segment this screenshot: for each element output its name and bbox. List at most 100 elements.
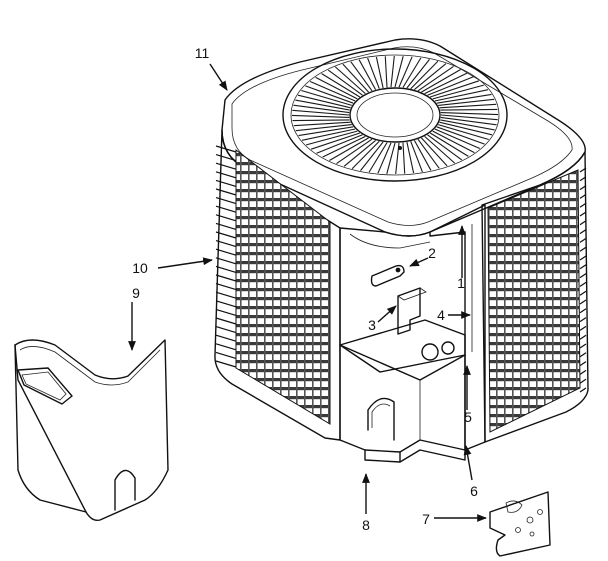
guard-wire [215,162,237,170]
callout-3: 3 [368,317,376,333]
guard-wire [215,265,237,273]
grille-spoke [386,142,396,174]
grille-spoke [316,134,363,154]
grille-spoke [439,103,497,109]
guard-wire [215,317,237,325]
callout-5: 5 [464,409,472,425]
guard-wire [215,283,237,291]
callout-1: 1 [457,275,465,291]
guard-wire [215,197,237,205]
grille-spoke [358,59,377,90]
grille-spoke [440,116,497,126]
grille-spoke [305,85,354,104]
guard-wire [215,205,237,213]
grille-spoke [440,108,498,111]
grille-spoke [432,84,484,100]
guard-wire [579,387,587,393]
guard-wire [215,300,237,308]
grille-spoke [377,142,392,174]
grille-spoke [436,93,492,104]
grille-spoke [315,76,358,100]
guard-wire [215,145,237,153]
guard-wire [215,248,237,256]
guard-wire [579,193,587,199]
grille-spoke [440,112,499,116]
grille-spoke [384,56,388,88]
guard-wire [215,214,237,222]
guard-wire [579,308,587,314]
guard-wire [579,361,587,367]
grille-spoke [292,109,350,116]
grille-spoke [292,119,350,122]
guard-wire [215,231,237,239]
grille-spoke [434,89,489,102]
guard-wire [579,369,587,375]
grille-spoke [350,61,373,92]
guard-wire [579,185,587,191]
grille-spoke [427,76,474,96]
callout-9: 9 [132,285,140,301]
callout-7: 7 [422,511,430,527]
guard-wire [579,255,587,261]
grille-spoke [406,141,415,174]
grille-spoke [329,137,369,161]
guard-wire [579,317,587,323]
grille-spoke [375,56,384,89]
grille-spoke [414,63,447,91]
guard-wire [215,179,237,187]
left-coil-panel [214,129,341,441]
grille-spoke [360,141,384,171]
access-panel [14,339,169,522]
grille-spoke [343,139,376,167]
grille-spoke [427,134,463,161]
guard-wire [215,257,237,265]
guard-wire [579,246,587,252]
guard-wire [579,211,587,217]
grille-spoke [301,89,352,106]
grille-spoke [402,57,422,88]
grille-spoke [432,130,475,154]
guard-wire [579,167,587,173]
base-plate [489,491,551,557]
grille-spoke [438,124,489,141]
guard-wire [215,291,237,299]
guard-wire [215,360,237,368]
grille-spoke [421,69,461,93]
grille-spoke [295,99,350,111]
guard-wire [579,343,587,349]
guard-wire [215,351,237,359]
guard-wire [215,308,237,316]
guard-wire [579,202,587,208]
guard-wire [215,222,237,230]
grille-spoke [342,63,370,93]
callout-10: 10 [132,260,148,276]
grille-spoke [413,140,432,171]
callout-6: 6 [470,483,478,499]
grille-spoke [322,135,366,158]
grille-spoke [424,72,468,95]
guard-wire [579,352,587,358]
callout-4: 4 [437,307,445,323]
guard-wire [579,273,587,279]
grille-spoke [367,57,380,89]
grille-spoke [310,132,360,150]
callout-11: 11 [195,45,210,61]
guard-wire [215,334,237,342]
grille-spoke [436,126,485,145]
grille-spoke [321,73,361,98]
guard-wire [579,264,587,270]
guard-wire [579,378,587,384]
grille-spoke [306,130,358,146]
grille-spoke [301,128,356,141]
grille-spoke [429,132,469,157]
guard-wire [579,176,587,182]
guard-wire [579,237,587,243]
guard-wire [215,188,237,196]
guard-wire [215,274,237,282]
guard-wire [215,326,237,334]
grille-spoke [439,121,493,136]
grille-spoke [398,56,413,88]
callout-2: 2 [428,245,436,261]
grille-spoke [417,65,454,92]
